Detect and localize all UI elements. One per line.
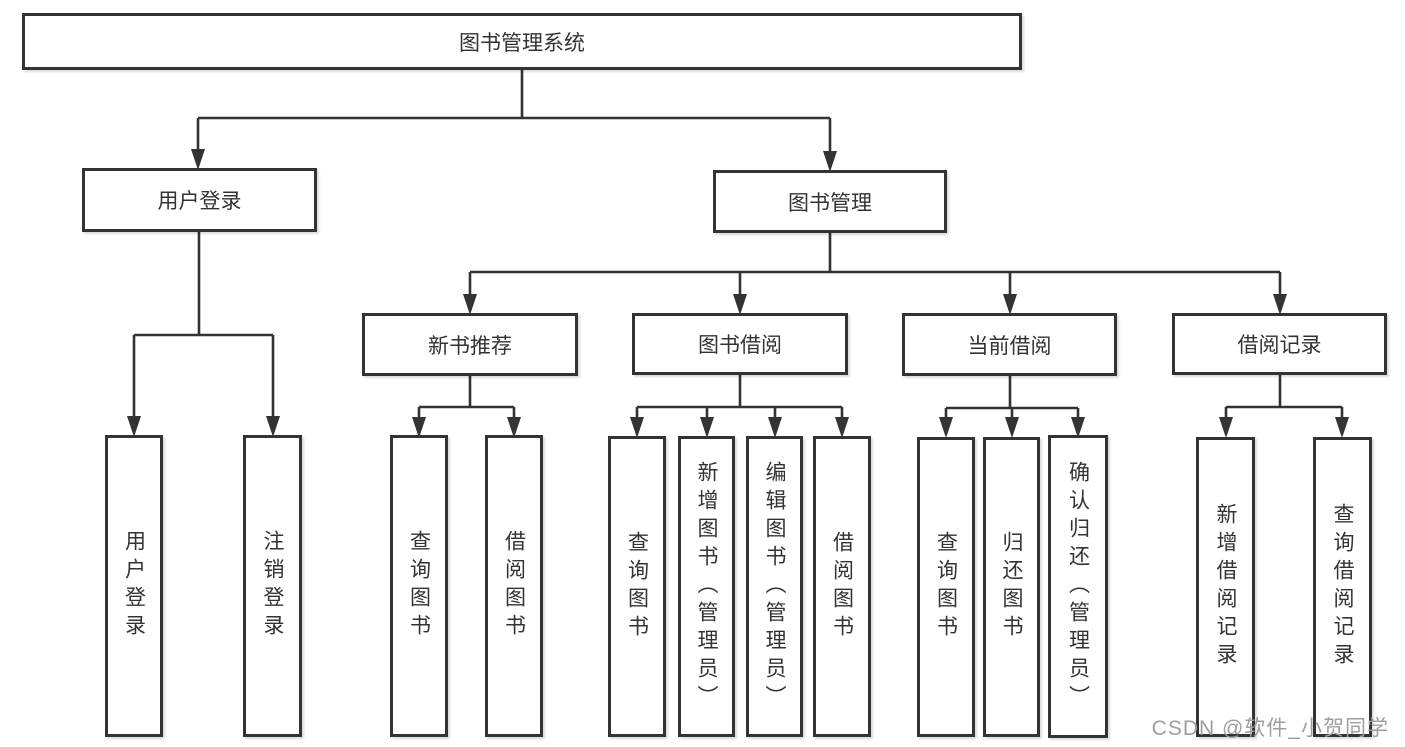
node-current-borrow: 当前借阅 xyxy=(902,313,1117,376)
leaf-add-book-admin: 新增图书（管理员） xyxy=(678,436,735,737)
node-book-borrow: 图书借阅 xyxy=(632,313,848,375)
leaf-query-books-2: 查询图书 xyxy=(608,436,666,737)
arrowheads xyxy=(127,149,1349,438)
leaf-add-borrow-record: 新增借阅记录 xyxy=(1196,437,1255,737)
leaf-borrow-books-1: 借阅图书 xyxy=(485,435,543,737)
node-borrow-records: 借阅记录 xyxy=(1172,313,1387,375)
leaf-logout: 注销登录 xyxy=(243,435,302,737)
node-book-management: 图书管理 xyxy=(713,170,947,233)
leaf-query-borrow-record: 查询借阅记录 xyxy=(1313,437,1372,737)
leaf-borrow-books-2: 借阅图书 xyxy=(813,436,871,737)
node-user-login: 用户登录 xyxy=(82,168,317,232)
leaf-query-books-3: 查询图书 xyxy=(917,437,975,737)
leaf-query-books-1: 查询图书 xyxy=(390,435,448,737)
node-root: 图书管理系统 xyxy=(22,13,1022,70)
leaf-return-books: 归还图书 xyxy=(983,437,1040,737)
node-new-book-recommend: 新书推荐 xyxy=(362,313,578,376)
leaf-user-login: 用户登录 xyxy=(105,435,163,737)
leaf-edit-book-admin: 编辑图书（管理员） xyxy=(746,436,803,737)
connector-paths xyxy=(132,70,1344,423)
watermark: CSDN @软件_小贺同学 xyxy=(1151,717,1389,740)
leaf-confirm-return-admin: 确认归还（管理员） xyxy=(1048,435,1108,738)
